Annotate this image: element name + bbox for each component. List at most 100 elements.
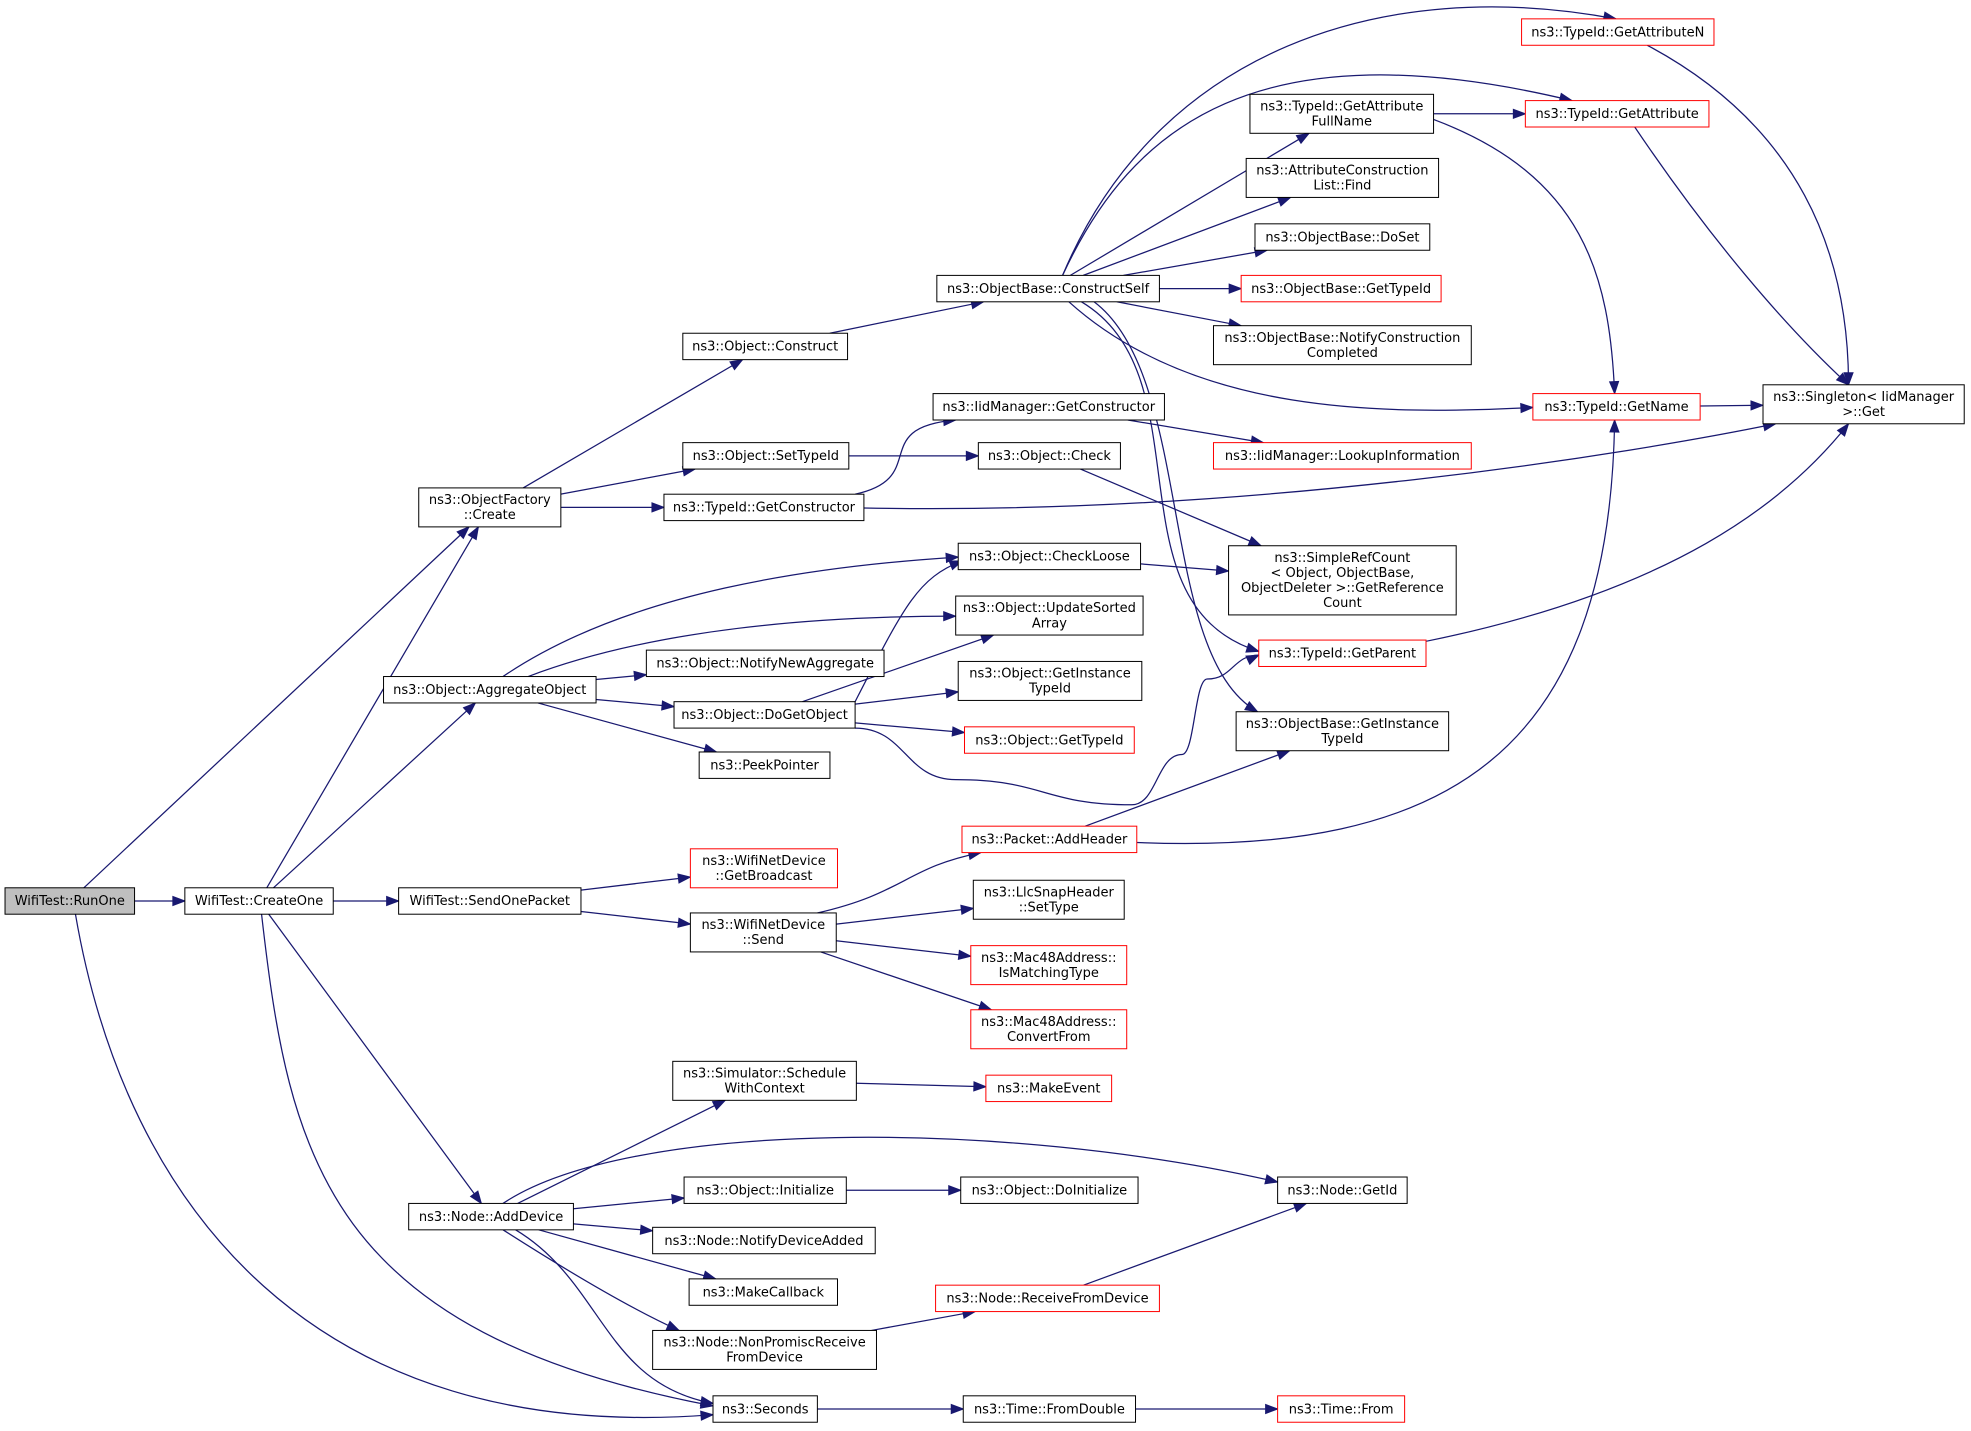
function-node-objgettypeid[interactable]: ns3::Object::GetTypeId bbox=[964, 726, 1135, 754]
function-node-getparent[interactable]: ns3::TypeId::GetParent bbox=[1258, 639, 1427, 667]
arrowhead bbox=[1609, 418, 1620, 433]
function-node-construct[interactable]: ns3::Object::Construct bbox=[682, 332, 849, 361]
function-node-constructself[interactable]: ns3::ObjectBase::ConstructSelf bbox=[936, 274, 1160, 303]
function-node-notifyconstruction[interactable]: ns3::ObjectBase::NotifyConstructionCompl… bbox=[1212, 325, 1472, 366]
function-node-getrefcount[interactable]: ns3::SimpleRefCount< Object, ObjectBase,… bbox=[1228, 545, 1457, 616]
node-label: ::Create bbox=[464, 508, 516, 523]
arrowhead bbox=[1277, 196, 1292, 207]
call-edge-sendonepacket-to-getbroadcast bbox=[580, 873, 692, 891]
node-box bbox=[985, 1074, 1113, 1103]
function-node-notifydevadded[interactable]: ns3::Node::NotifyDeviceAdded bbox=[652, 1226, 876, 1255]
function-node-wifisend[interactable]: ns3::WifiNetDevice::Send bbox=[689, 912, 837, 953]
function-node-checkloose[interactable]: ns3::Object::CheckLoose bbox=[957, 542, 1142, 571]
node-box bbox=[408, 1202, 574, 1231]
node-box bbox=[645, 649, 885, 678]
node-label: ns3::Object::AggregateObject bbox=[393, 683, 586, 698]
function-node-seconds[interactable]: ns3::Seconds bbox=[712, 1395, 818, 1423]
function-node-fromdouble[interactable]: ns3::Time::FromDouble bbox=[962, 1395, 1137, 1423]
function-node-ismatching[interactable]: ns3::Mac48Address::IsMatchingType bbox=[970, 945, 1128, 986]
function-node-typeidgetctor[interactable]: ns3::TypeId::GetConstructor bbox=[663, 493, 865, 522]
node-box bbox=[418, 487, 562, 528]
node-label: ns3::Object::Initialize bbox=[696, 1183, 834, 1198]
edge-line bbox=[580, 876, 691, 891]
edge-line bbox=[527, 615, 956, 678]
function-node-lookupinfo[interactable]: ns3::IidManager::LookupInformation bbox=[1212, 442, 1472, 470]
edge-line bbox=[1083, 1202, 1307, 1286]
function-node-dogetobject[interactable]: ns3::Object::DoGetObject bbox=[673, 701, 856, 729]
node-box bbox=[398, 887, 582, 915]
arrowhead bbox=[1608, 380, 1620, 396]
function-node-objcheck[interactable]: ns3::Object::Check bbox=[977, 442, 1121, 470]
node-label: ::GetBroadcast bbox=[715, 869, 812, 884]
function-node-doinit[interactable]: ns3::Object::DoInitialize bbox=[960, 1176, 1139, 1204]
function-node-createone[interactable]: WifiTest::CreateOne bbox=[184, 887, 334, 915]
function-node-peekpointer[interactable]: ns3::PeekPointer bbox=[698, 751, 831, 779]
node-box bbox=[972, 879, 1125, 920]
edge-line bbox=[1062, 6, 1617, 276]
arrowhead bbox=[973, 1081, 988, 1092]
function-node-timefrom[interactable]: ns3::Time::From bbox=[1277, 1395, 1406, 1423]
call-edge-constructself-to-objbasegetinst bbox=[1093, 301, 1259, 713]
node-label: ns3::Object::NotifyNewAggregate bbox=[656, 657, 874, 672]
edge-line bbox=[1140, 563, 1229, 572]
node-label: FullName bbox=[1311, 115, 1372, 130]
arrowhead bbox=[1276, 750, 1291, 760]
node-label: ns3::MakeEvent bbox=[997, 1082, 1101, 1097]
function-node-nodegetid[interactable]: ns3::Node::GetId bbox=[1277, 1176, 1408, 1204]
function-node-getname[interactable]: ns3::TypeId::GetName bbox=[1532, 393, 1701, 421]
call-edge-constructself-to-getname bbox=[1068, 301, 1535, 414]
function-node-objbasegettypeid[interactable]: ns3::ObjectBase::GetTypeId bbox=[1240, 274, 1442, 303]
call-edge-dogetobject-to-checkloose bbox=[854, 560, 964, 702]
node-box bbox=[936, 274, 1160, 303]
function-node-getattributen[interactable]: ns3::TypeId::GetAttributeN bbox=[1521, 18, 1715, 46]
function-node-settypeid[interactable]: ns3::Object::SetTypeId bbox=[682, 442, 850, 470]
function-node-doset[interactable]: ns3::ObjectBase::DoSet bbox=[1254, 223, 1431, 251]
function-node-objinit[interactable]: ns3::Object::Initialize bbox=[683, 1176, 847, 1204]
arrowhead bbox=[699, 1395, 715, 1407]
node-box bbox=[1228, 545, 1457, 616]
node-box bbox=[712, 1395, 818, 1423]
function-node-adddevice[interactable]: ns3::Node::AddDevice bbox=[408, 1202, 574, 1231]
function-node-getbroadcast[interactable]: ns3::WifiNetDevice::GetBroadcast bbox=[689, 848, 838, 889]
call-edge-adddevice-to-notifydevadded bbox=[573, 1223, 655, 1235]
arrowhead bbox=[1512, 108, 1527, 120]
function-node-iidgetctor[interactable]: ns3::IidManager::GetConstructor bbox=[932, 393, 1165, 421]
node-label: ns3::Node::GetId bbox=[1287, 1183, 1397, 1198]
arrowhead bbox=[948, 1185, 963, 1196]
function-node-objfactory[interactable]: ns3::ObjectFactory::Create bbox=[418, 487, 562, 528]
function-node-makeevent[interactable]: ns3::MakeEvent bbox=[985, 1074, 1113, 1103]
function-node-singletonget[interactable]: ns3::Singleton< IidManager >::Get bbox=[1762, 384, 1965, 425]
edge-line bbox=[1068, 301, 1533, 411]
arrowhead bbox=[677, 873, 692, 884]
function-node-llcsettype[interactable]: ns3::LlcSnapHeader::SetType bbox=[972, 879, 1125, 920]
function-node-notifynewagg[interactable]: ns3::Object::NotifyNewAggregate bbox=[645, 649, 885, 678]
function-node-aggregate[interactable]: ns3::Object::AggregateObject bbox=[383, 676, 597, 704]
call-edge-receivefromdev-to-nodegetid bbox=[1083, 1202, 1308, 1286]
function-node-addheader[interactable]: ns3::Packet::AddHeader bbox=[961, 825, 1138, 854]
node-label: ns3::Object::DoGetObject bbox=[681, 708, 848, 723]
arrowhead bbox=[651, 502, 666, 513]
edge-line bbox=[1425, 423, 1850, 642]
call-edge-dogetobject-to-getparent bbox=[855, 654, 1261, 806]
function-node-sendonepacket[interactable]: WifiTest::SendOnePacket bbox=[398, 887, 582, 915]
function-node-convertfrom[interactable]: ns3::Mac48Address::ConvertFrom bbox=[970, 1009, 1128, 1050]
function-node-getattribute[interactable]: ns3::TypeId::GetAttribute bbox=[1524, 100, 1710, 128]
node-box bbox=[955, 595, 1144, 636]
function-node-receivefromdev[interactable]: ns3::Node::ReceiveFromDevice bbox=[935, 1284, 1160, 1313]
node-label: ns3::ObjectBase::ConstructSelf bbox=[947, 282, 1150, 297]
function-node-makecallback[interactable]: ns3::MakeCallback bbox=[688, 1278, 838, 1306]
edge-line bbox=[820, 951, 992, 1011]
call-edge-wifisend-to-ismatching bbox=[836, 940, 973, 960]
arrowhead bbox=[1245, 654, 1261, 666]
function-node-runone[interactable]: WifiTest::RunOne bbox=[4, 887, 136, 915]
call-edge-runone-to-createone bbox=[134, 895, 187, 907]
arrowhead bbox=[456, 525, 471, 540]
arrowhead bbox=[671, 1194, 686, 1205]
